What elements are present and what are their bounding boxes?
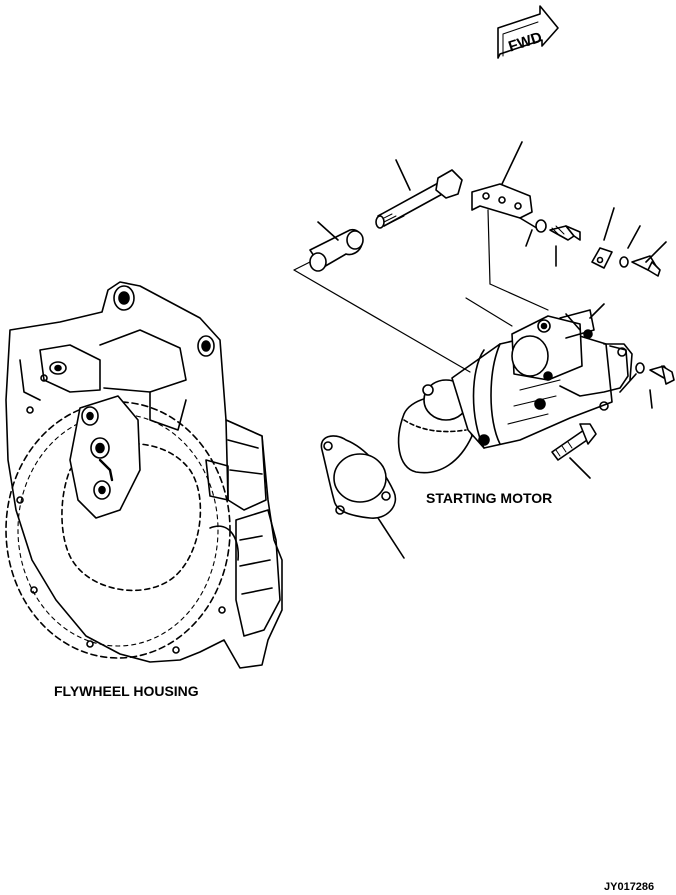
spacer-sleeve-drawing [309,221,364,272]
leader-lines [293,209,549,373]
gasket-drawing [320,435,405,559]
drawing-code-label: JY017286 [604,881,655,893]
fwd-arrow-icon: FWD [497,5,559,59]
bracket-drawing [471,141,541,231]
flywheel-housing-drawing [5,281,283,669]
starting-motor-drawing [397,309,633,474]
motor-side-bolt-group-drawing [565,303,675,409]
clip-plate-group-drawing [591,207,667,277]
flywheel-housing-label: FLYWHEEL HOUSING [54,683,199,699]
upper-bolt-group-drawing [525,219,581,267]
starting-motor-label: STARTING MOTOR [426,490,553,506]
mounting-bolt-drawing [551,423,597,479]
long-bolt-drawing [375,159,463,229]
